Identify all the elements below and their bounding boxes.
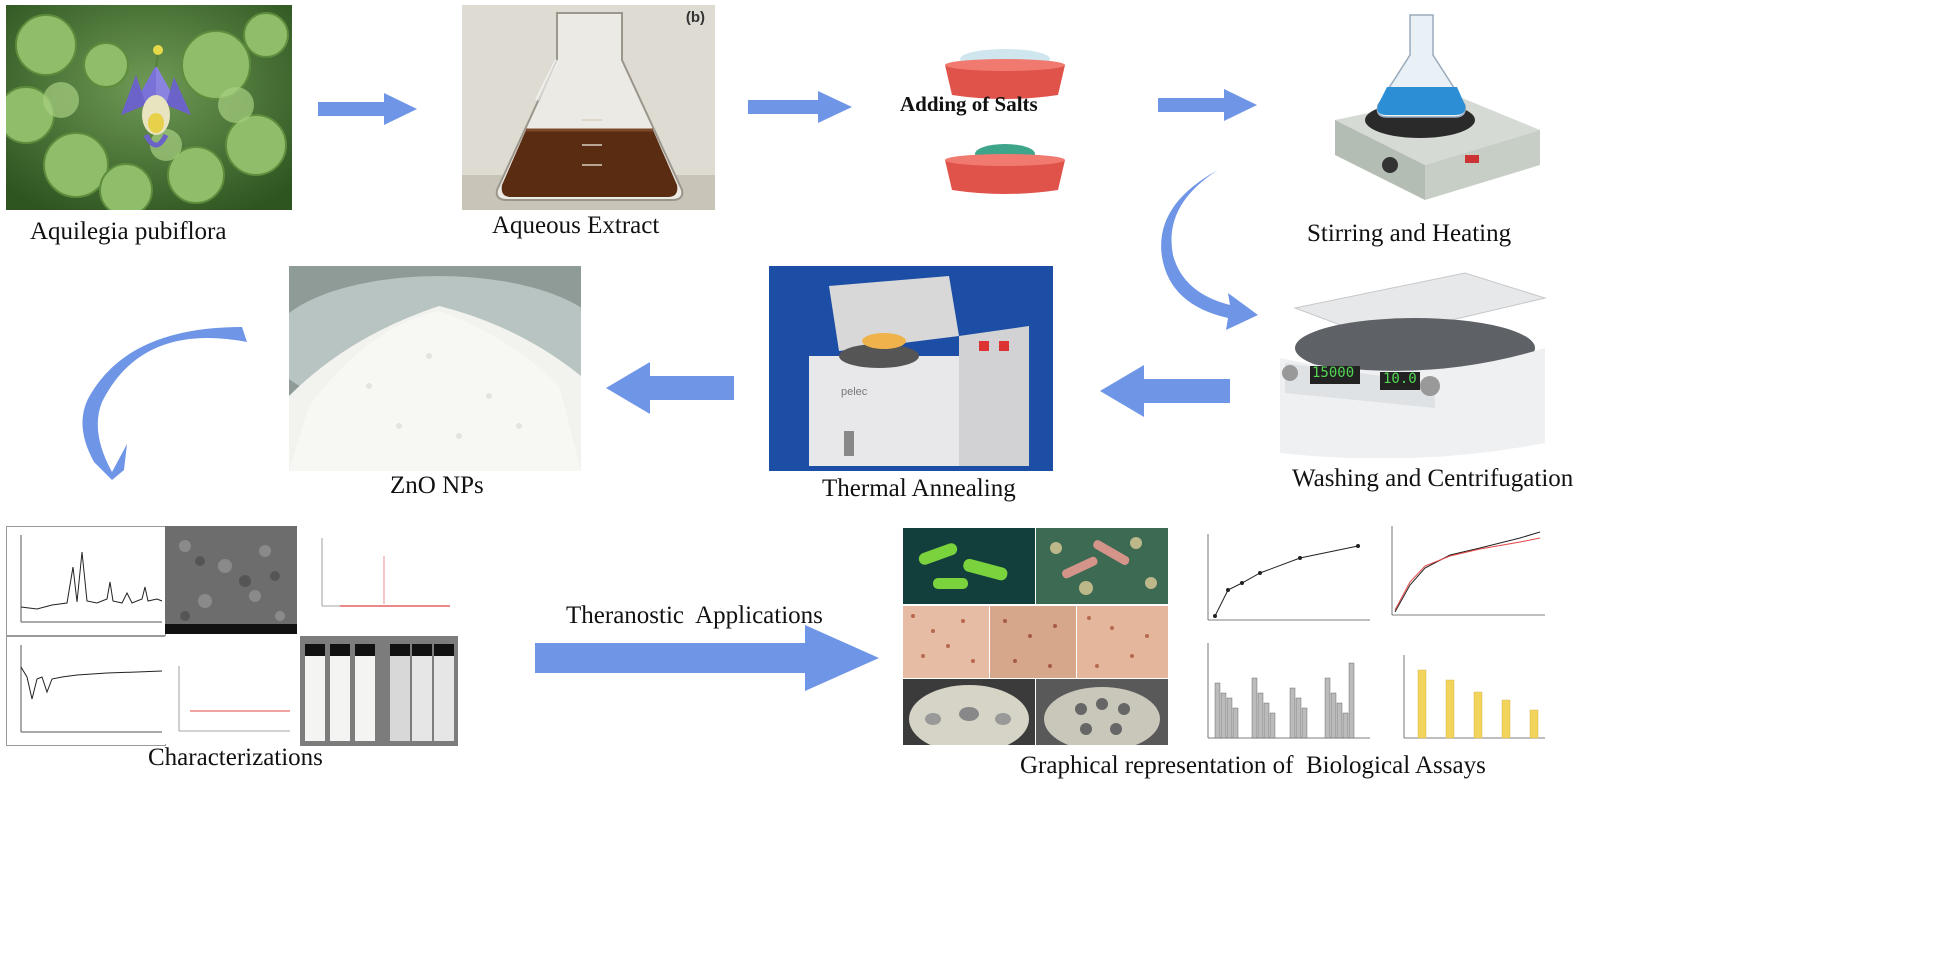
caption-characterizations: Characterizations <box>148 744 323 771</box>
caption-plant: Aquilegia pubiflora <box>30 218 227 245</box>
arrow-right-icon <box>318 93 417 125</box>
centrifuge-time-display: 10.0 <box>1383 371 1417 387</box>
caption-zno: ZnO NPs <box>390 472 484 499</box>
curved-arrow-down-icon <box>82 327 247 480</box>
extract-photo: (b) <box>462 5 715 210</box>
stain-image-2 <box>990 606 1076 678</box>
theranostic-label: Theranostic Applications <box>566 602 823 629</box>
furnace-brand: pelec <box>841 386 868 398</box>
salt-dish-top <box>930 45 1080 100</box>
zno-photo <box>289 266 581 471</box>
vials-photo <box>300 636 458 746</box>
salt-dish-bottom <box>930 140 1080 195</box>
centrifuge-photo: 15000 10.0 <box>1265 268 1550 458</box>
stirrer-photo <box>1315 5 1545 205</box>
arrow-left-icon <box>606 362 734 414</box>
plant-photo <box>6 5 292 210</box>
bacteria-image-pink <box>1036 528 1168 604</box>
sem-image <box>165 526 297 634</box>
furnace-photo: pelec <box>769 266 1053 471</box>
petri-dish-1 <box>903 679 1035 745</box>
assay-bar-chart-2 <box>1390 650 1550 748</box>
edx-plot <box>300 526 458 634</box>
caption-extract: Aqueous Extract <box>492 212 660 239</box>
xrd-plot <box>6 526 166 636</box>
caption-stirring: Stirring and Heating <box>1307 220 1512 247</box>
flask-panel-label: (b) <box>685 9 705 26</box>
petri-dish-2 <box>1036 679 1168 745</box>
curved-arrow-down-icon <box>1161 170 1258 330</box>
assay-bar-chart-1 <box>1190 638 1375 748</box>
arrow-right-icon <box>748 91 852 123</box>
stain-image-3 <box>1077 606 1168 678</box>
caption-washing: Washing and Centrifugation <box>1292 465 1574 492</box>
ftir-plot <box>6 636 166 746</box>
arrow-right-icon <box>535 625 879 691</box>
assay-line-chart-1 <box>1190 528 1375 633</box>
arrow-right-icon <box>1158 89 1257 121</box>
caption-annealing: Thermal Annealing <box>822 475 1016 502</box>
uv-plot <box>165 636 297 744</box>
stain-image-1 <box>903 606 989 678</box>
caption-bioassays: Graphical representation of Biological A… <box>1020 752 1486 779</box>
bacteria-image-green <box>903 528 1035 604</box>
centrifuge-speed-display: 15000 <box>1312 365 1355 381</box>
salts-label: Adding of Salts <box>900 92 1038 116</box>
assay-line-chart-2 <box>1380 520 1550 635</box>
arrow-left-icon <box>1100 365 1230 417</box>
columbine-flower-icon <box>121 45 191 148</box>
